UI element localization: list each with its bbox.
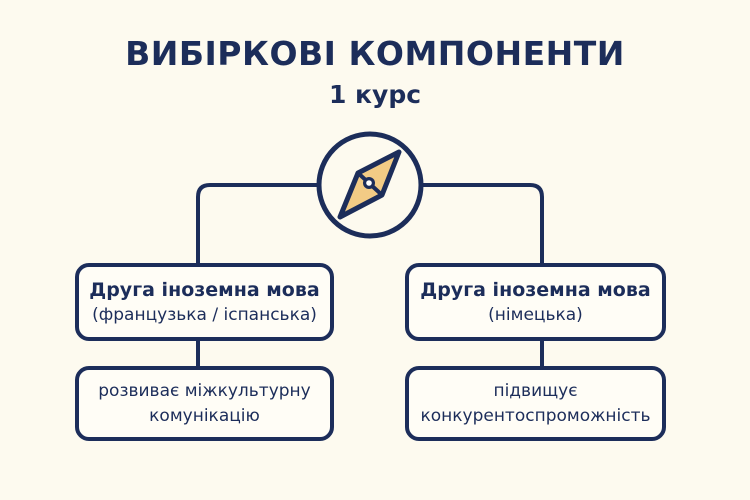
left-benefit-line2: комунікацію	[149, 405, 260, 426]
right-benefit-line1: підвищує	[493, 380, 578, 401]
compass-icon	[316, 131, 424, 239]
connector-left	[196, 183, 318, 263]
left-benefit-line1: розвиває міжкультурну	[98, 380, 311, 401]
right-languages: (німецька)	[488, 305, 583, 325]
right-heading: Друга іноземна мова	[420, 279, 651, 301]
right-benefit-box: підвищує конкурентоспроможність	[405, 366, 666, 441]
right-language-box: Друга іноземна мова (німецька)	[405, 263, 666, 341]
page-title: ВИБІРКОВІ КОМПОНЕНТИ	[125, 34, 625, 73]
connector-right	[422, 183, 544, 263]
left-benefit-box: розвиває міжкультурну комунікацію	[75, 366, 334, 441]
left-languages: (французька / іспанська)	[92, 305, 317, 325]
left-language-box: Друга іноземна мова (французька / іспанс…	[75, 263, 334, 341]
left-heading: Друга іноземна мова	[89, 279, 320, 301]
page-subtitle: 1 курс	[328, 80, 422, 109]
right-benefit-line2: конкурентоспроможність	[420, 405, 651, 426]
